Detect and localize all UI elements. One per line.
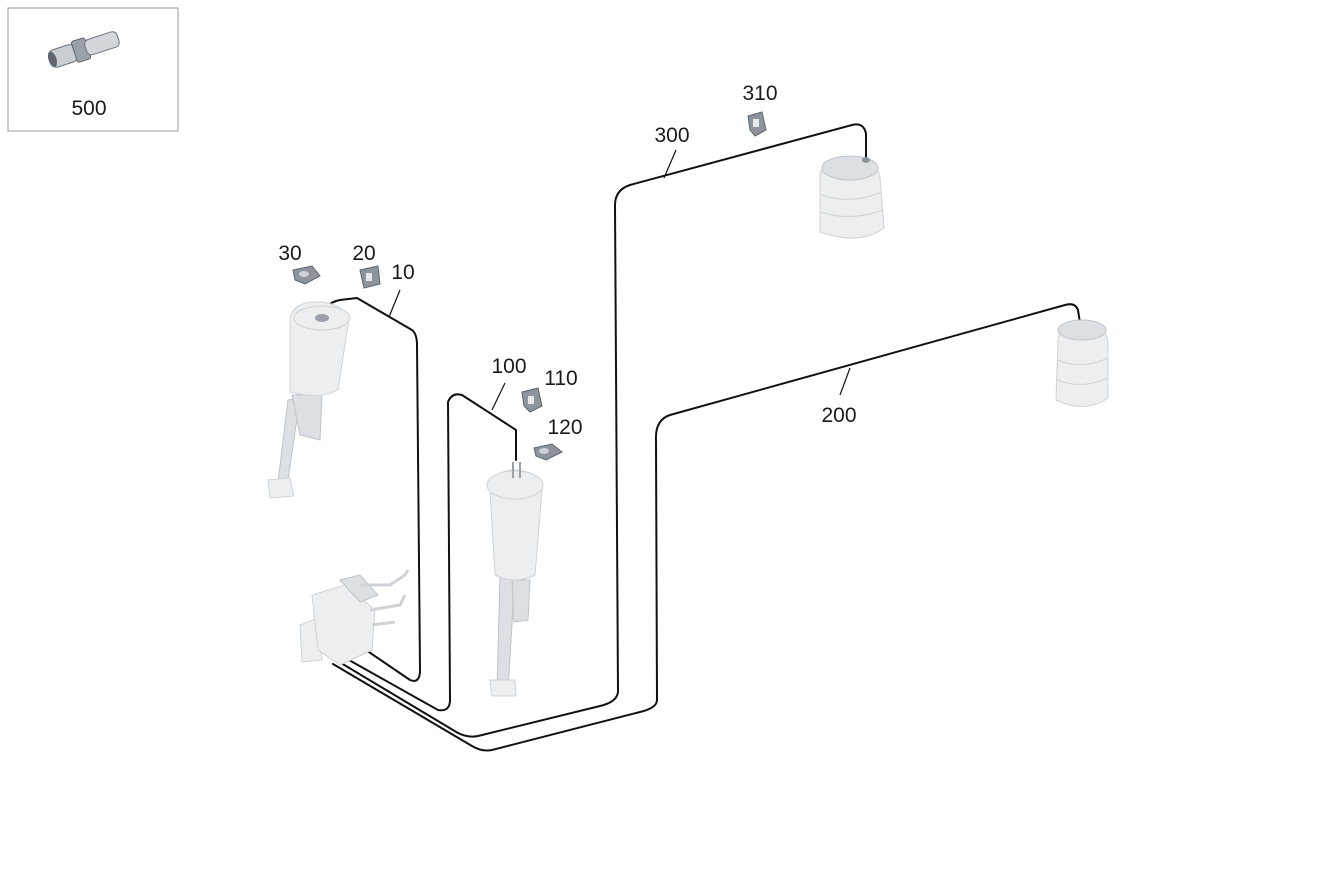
callout-10: 10 bbox=[391, 261, 414, 284]
leader-10 bbox=[388, 289, 401, 318]
valve-block-unit[interactable] bbox=[299, 569, 410, 666]
inset-part-500[interactable]: 500 bbox=[7, 7, 179, 132]
callout-labels: 30 20 10 100 110 120 200 300 310 bbox=[278, 82, 856, 439]
connector-fitting-icon bbox=[47, 31, 120, 68]
hose-line-10[interactable] bbox=[325, 297, 421, 682]
hose-line-100[interactable] bbox=[339, 393, 517, 712]
callout-500: 500 bbox=[71, 97, 106, 120]
hose-lines bbox=[325, 123, 1081, 752]
clip-20[interactable] bbox=[359, 265, 381, 289]
callout-200: 200 bbox=[821, 404, 856, 427]
callout-30: 30 bbox=[278, 242, 301, 265]
callout-110: 110 bbox=[544, 367, 577, 390]
clip-110[interactable] bbox=[521, 387, 543, 413]
callout-120: 120 bbox=[547, 416, 582, 439]
leader-200 bbox=[839, 367, 851, 396]
rear-left-air-spring[interactable] bbox=[819, 155, 885, 239]
callout-300: 300 bbox=[654, 124, 689, 147]
leader-100 bbox=[491, 382, 506, 411]
front-left-air-strut[interactable] bbox=[267, 301, 351, 499]
callout-100: 100 bbox=[491, 355, 526, 378]
callout-310: 310 bbox=[742, 82, 777, 105]
clip-120[interactable] bbox=[533, 443, 563, 461]
inset-frame bbox=[7, 7, 179, 132]
clip-310[interactable] bbox=[747, 111, 767, 137]
leader-lines bbox=[388, 149, 851, 411]
clip-30[interactable] bbox=[292, 265, 321, 285]
rear-right-air-spring[interactable] bbox=[1055, 319, 1109, 407]
front-right-air-strut[interactable] bbox=[486, 462, 544, 697]
hose-line-300[interactable] bbox=[335, 123, 867, 738]
leader-300 bbox=[663, 149, 677, 179]
callout-20: 20 bbox=[352, 242, 375, 265]
hose-line-200[interactable] bbox=[332, 303, 1081, 752]
